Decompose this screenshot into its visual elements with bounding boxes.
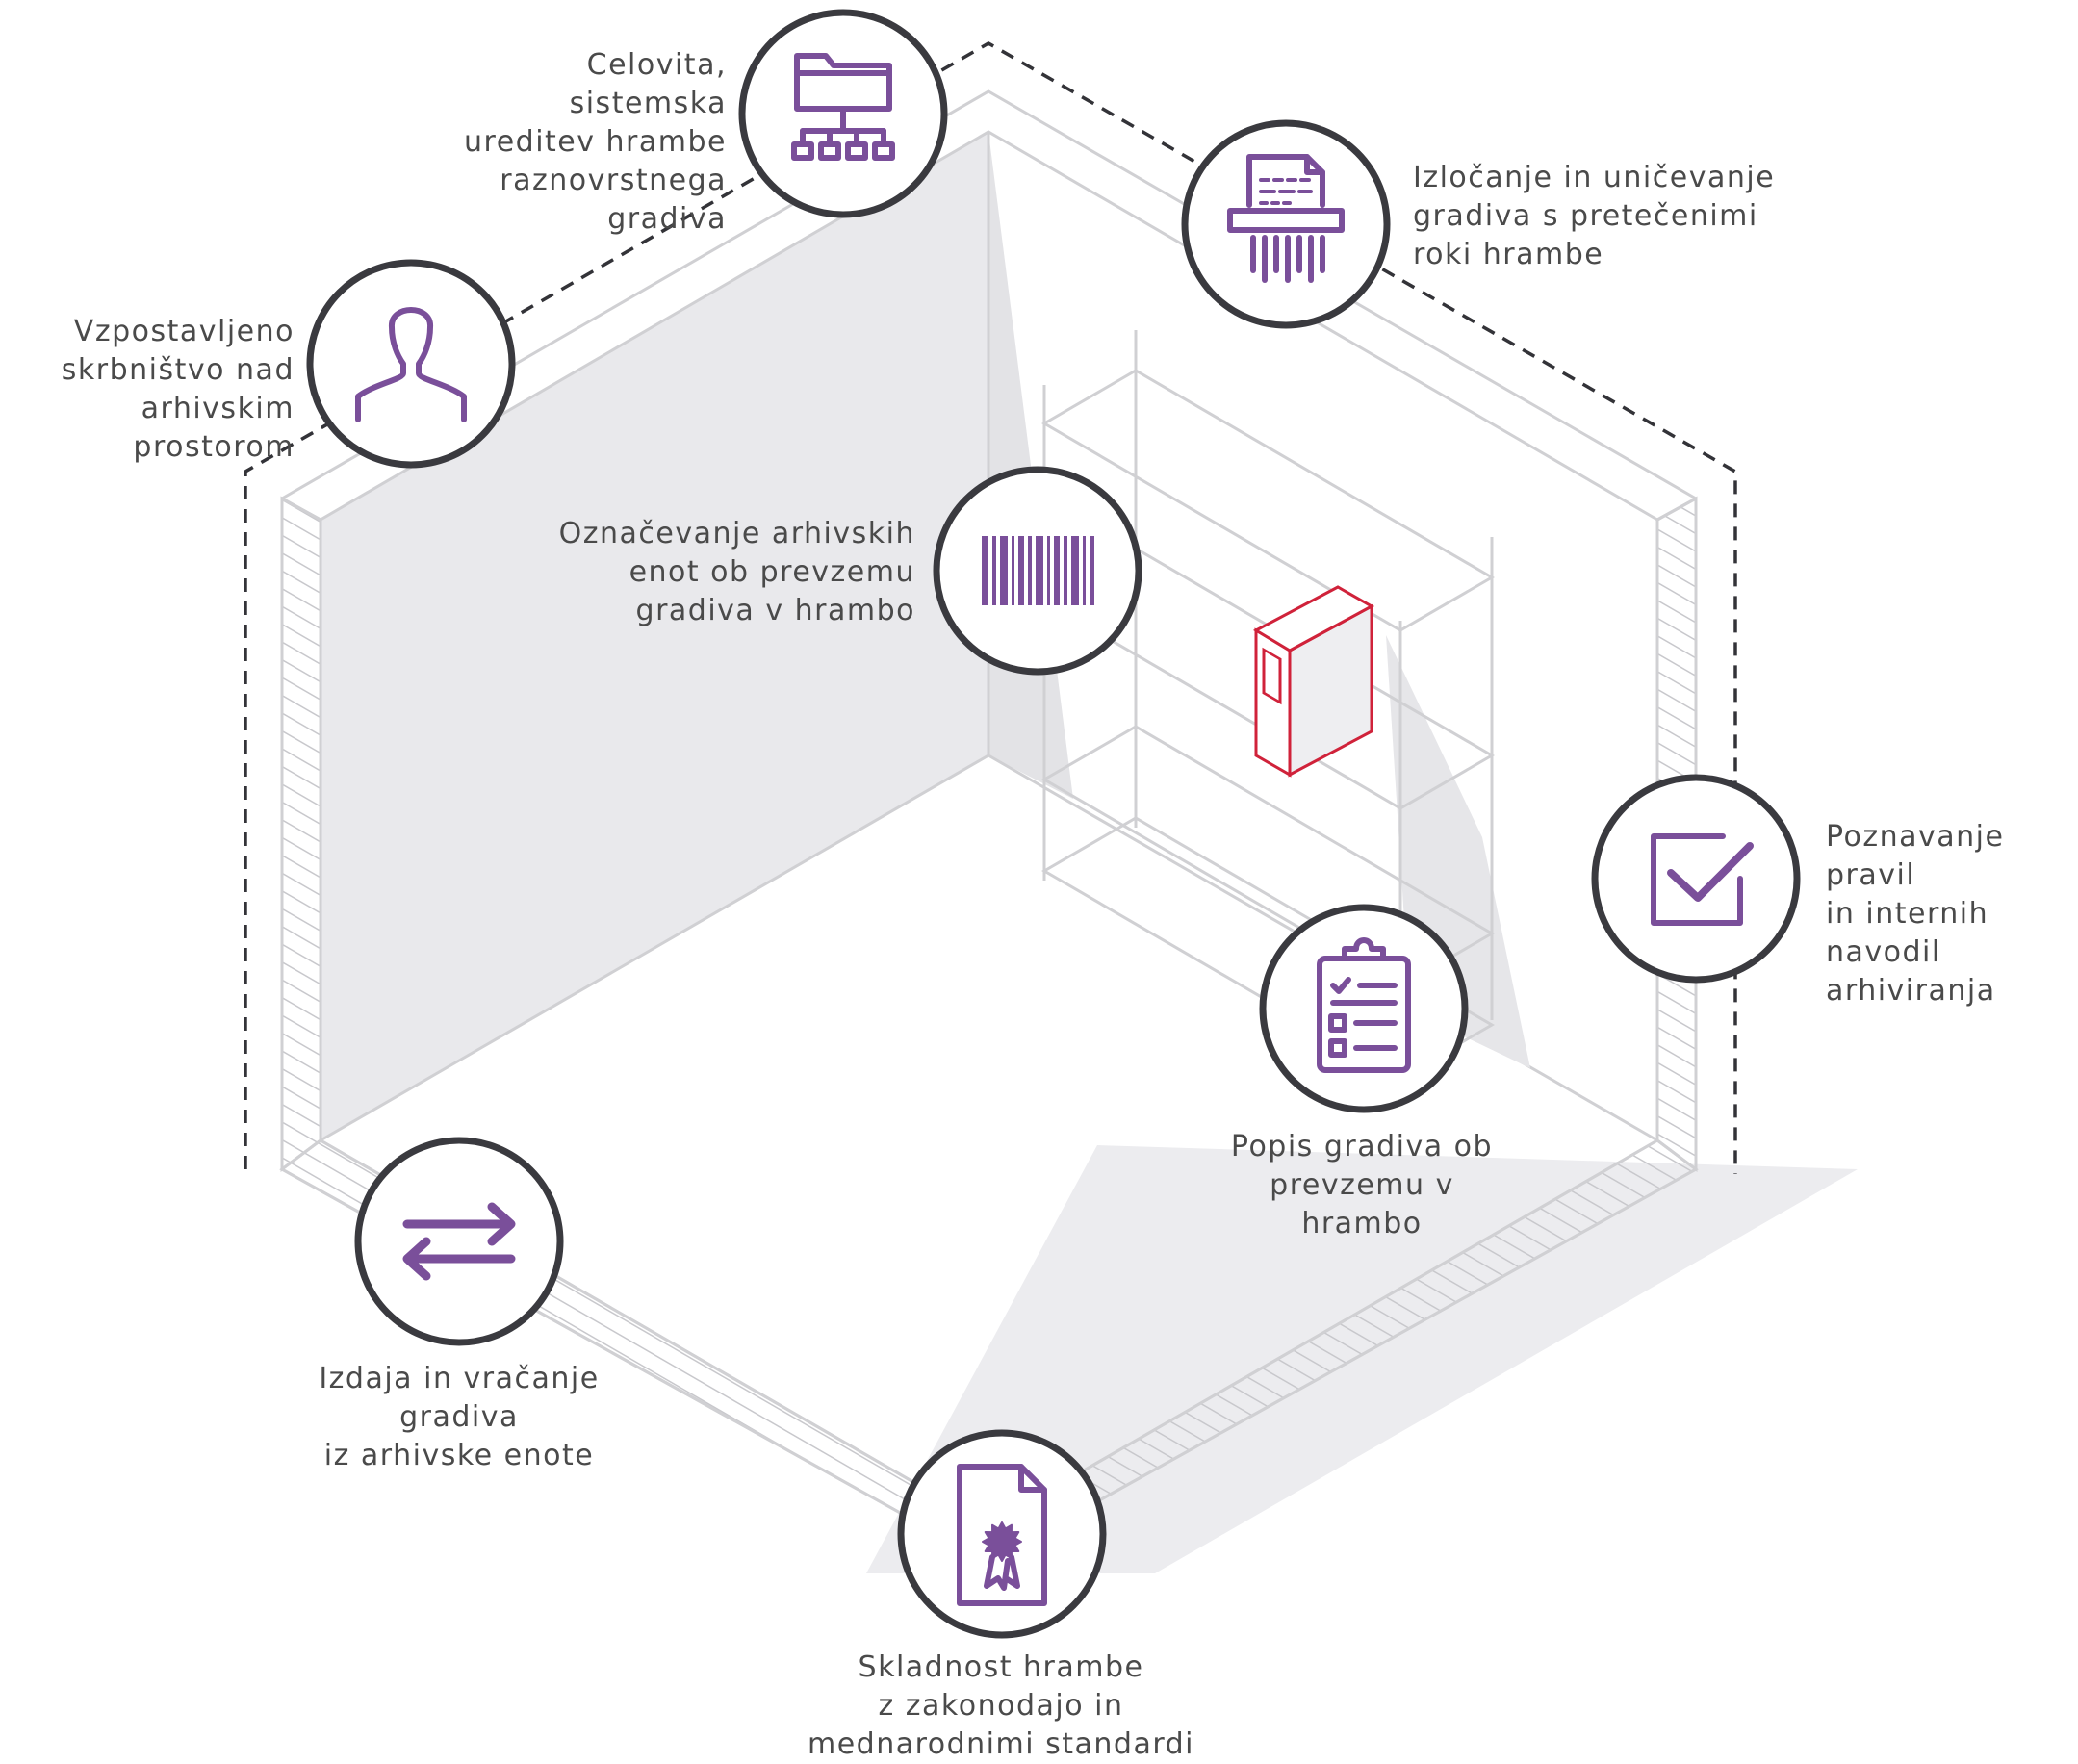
label-labeling: Označevanje arhivskih enot ob prevzemu g… [558, 517, 915, 627]
exchange-arrows-icon [402, 1202, 516, 1281]
person-icon [355, 307, 467, 422]
custody-ring [306, 259, 516, 469]
label-custody: Vzpostavljeno skrbništvo nad arhivskim p… [61, 315, 295, 464]
label-inventory: Popis gradiva ob prevzemu v hrambo [1230, 1130, 1494, 1240]
inventory-ring [1259, 904, 1469, 1113]
archive-box [1252, 585, 1375, 778]
dashed-contour [244, 40, 1737, 1174]
label-compliance: Skladnost hrambe z zakonodajo in mednaro… [807, 1650, 1195, 1761]
barcode-icon [982, 536, 1094, 605]
clipboard-checklist-icon [1317, 937, 1411, 1073]
wall-shadow-sliver [988, 132, 1073, 799]
rules-ring [1591, 774, 1801, 984]
label-disposal: Izločanje in uničevanje gradiva s preteč… [1413, 161, 1776, 271]
shredder-icon [1227, 154, 1345, 283]
left-wall [321, 132, 988, 1140]
lending-ring [354, 1137, 564, 1346]
disposal-ring [1181, 119, 1391, 329]
certificate-icon [957, 1464, 1047, 1606]
label-storage: Celovita, sistemska ureditev hrambe razn… [464, 48, 727, 236]
label-rules: Poznavanje pravil in internih navodil ar… [1826, 820, 2005, 1008]
label-lending: Izdaja in vračanje gradiva iz arhivske e… [319, 1362, 600, 1472]
checkbox-icon [1651, 833, 1754, 926]
folder-network-icon [791, 53, 895, 161]
